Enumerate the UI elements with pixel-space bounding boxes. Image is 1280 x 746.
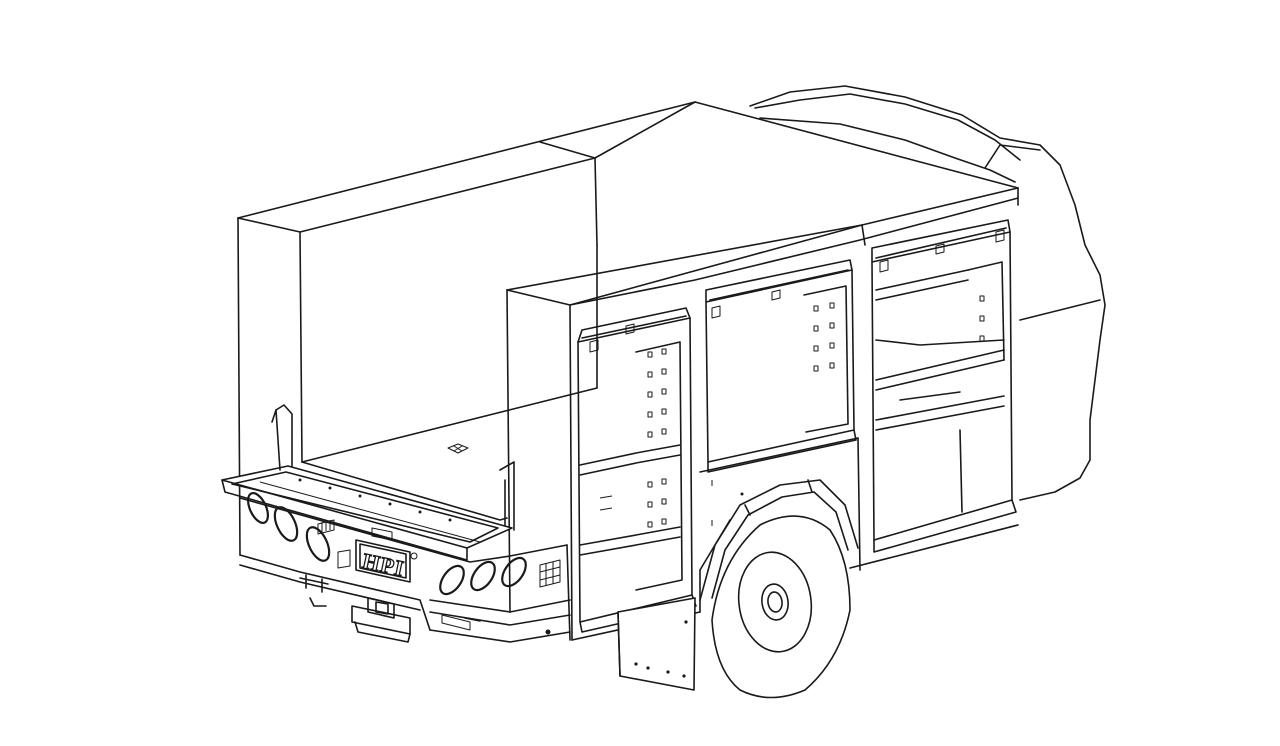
tailgate [221, 404, 515, 561]
cab [749, 85, 1106, 501]
front-compartment [871, 219, 1017, 553]
trailer-hitch [351, 597, 411, 643]
bed-floor [301, 244, 598, 521]
rear-compartment [577, 307, 697, 633]
middle-compartment [699, 259, 861, 571]
right-grille [539, 559, 561, 588]
left-grille [317, 519, 335, 535]
rear-wheel [711, 515, 851, 699]
wheel-well [699, 479, 859, 601]
door-latches [589, 229, 1005, 353]
rear-bumper: HPI [239, 492, 571, 643]
service-body [237, 101, 1019, 641]
right-light-ovals [439, 556, 527, 596]
mud-flap [617, 597, 696, 691]
left-light-ovals [246, 492, 331, 562]
